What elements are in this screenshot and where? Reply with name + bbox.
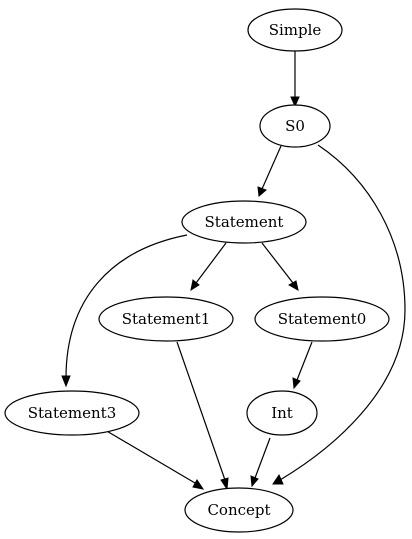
node-s0[interactable]: S0	[259, 104, 331, 148]
node-statement1[interactable]: Statement1	[98, 296, 234, 342]
node-int[interactable]: Int	[246, 390, 318, 436]
edge-statement0-int	[292, 341, 313, 390]
edge-s0-concept	[272, 144, 406, 485]
edges	[61, 51, 406, 491]
edge-s0-statement	[257, 145, 282, 197]
node-statement3-label: Statement3	[28, 404, 116, 422]
node-concept-label: Concept	[207, 501, 270, 519]
node-statement0-label: Statement0	[278, 310, 366, 328]
edge-statement1-concept	[176, 341, 229, 491]
node-int-label: Int	[271, 404, 293, 422]
node-concept[interactable]: Concept	[184, 487, 294, 533]
edge-statement-statement0	[261, 242, 299, 291]
node-statement1-label: Statement1	[122, 310, 210, 328]
edge-int-concept	[250, 437, 271, 488]
edge-simple-s0	[290, 51, 300, 108]
edge-statement-statement3	[61, 234, 188, 388]
node-simple-label: Simple	[269, 21, 322, 39]
node-simple[interactable]: Simple	[247, 8, 343, 52]
node-statement-label: Statement	[205, 213, 284, 231]
node-statement3[interactable]: Statement3	[4, 390, 140, 436]
node-statement0[interactable]: Statement0	[254, 296, 390, 342]
edge-statement-statement1	[190, 242, 227, 292]
edge-statement3-concept	[104, 429, 205, 490]
node-statement[interactable]: Statement	[181, 200, 307, 244]
node-s0-label: S0	[285, 117, 305, 135]
